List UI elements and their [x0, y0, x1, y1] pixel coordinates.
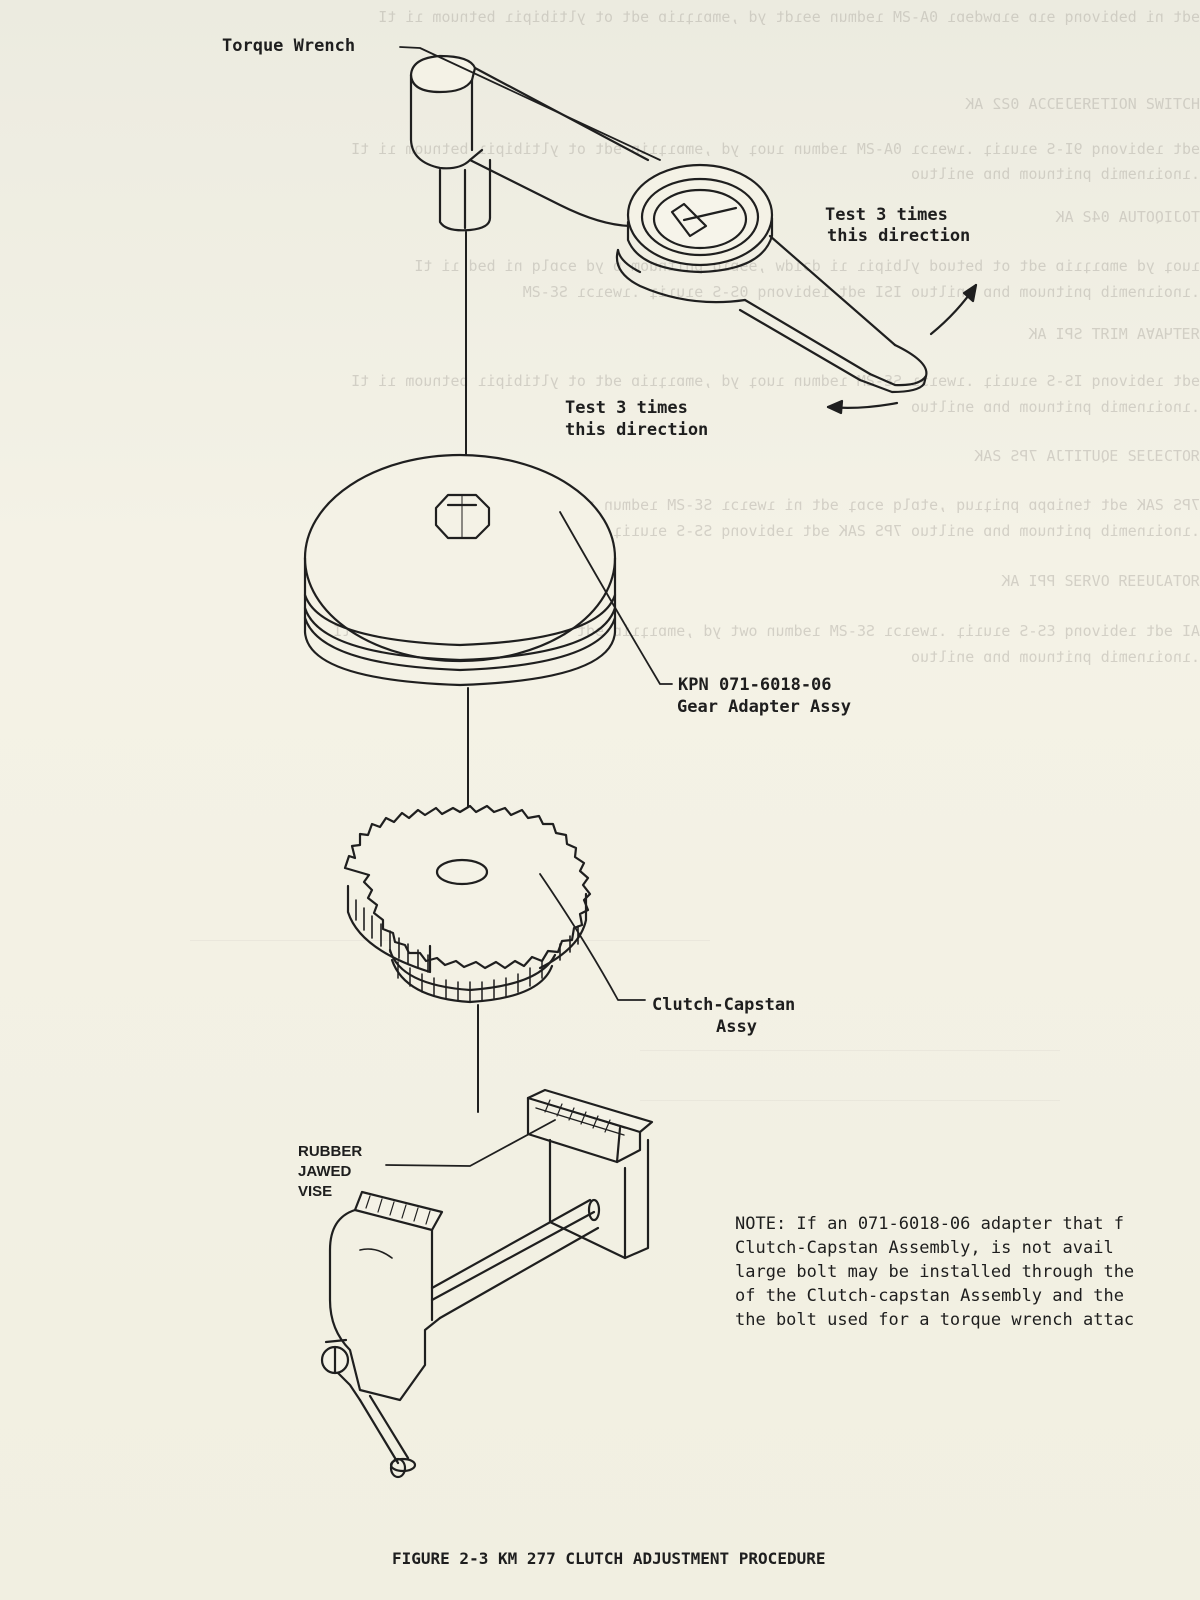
vise-drawing: [320, 1088, 654, 1479]
note-line: large bolt may be installed through the: [735, 1262, 1135, 1282]
vise-label-line2: JAWED: [298, 1163, 352, 1180]
note-line: the bolt used for a torque wrench attac: [735, 1310, 1135, 1330]
vise-label-line1: RUBBER: [298, 1143, 363, 1160]
torque-wrench-label: Torque Wrench: [222, 36, 356, 56]
torque-wrench-drawing: [409, 54, 928, 486]
clutch-capstan-label-line2: Assy: [716, 1017, 757, 1037]
figure-caption: FIGURE 2-3 KM 277 CLUTCH ADJUSTMENT PROC…: [392, 1549, 826, 1568]
gear-adapter-label-line1: KPN 071-6018-06: [678, 675, 832, 695]
clutch-capstan-drawing: [343, 804, 592, 1113]
note-line: NOTE: If an 071-6018-06 adapter that f: [735, 1214, 1124, 1234]
torque-wrench-leader: [399, 46, 661, 161]
test-direction-lower-line2: this direction: [565, 420, 709, 440]
test-direction-upper-line2: this direction: [827, 226, 971, 246]
note-line: Clutch-Capstan Assembly, is not avail: [735, 1238, 1114, 1258]
vise-label-line3: VISE: [298, 1183, 333, 1200]
vise-leader: [385, 1119, 556, 1167]
test-direction-lower-line1: Test 3 times: [565, 398, 688, 418]
note-line: of the Clutch-capstan Assembly and the: [735, 1286, 1124, 1306]
note-block: NOTE: If an 071-6018-06 adapter that f C…: [735, 1212, 1200, 1332]
clutch-capstan-leader: [539, 873, 646, 1001]
gear-adapter-drawing: [303, 453, 617, 856]
gear-adapter-leader: [559, 511, 673, 685]
gear-adapter-label-line2: Gear Adapter Assy: [677, 697, 851, 717]
test-direction-upper-line1: Test 3 times: [825, 205, 948, 225]
clutch-capstan-label-line1: Clutch-Capstan: [652, 995, 796, 1015]
